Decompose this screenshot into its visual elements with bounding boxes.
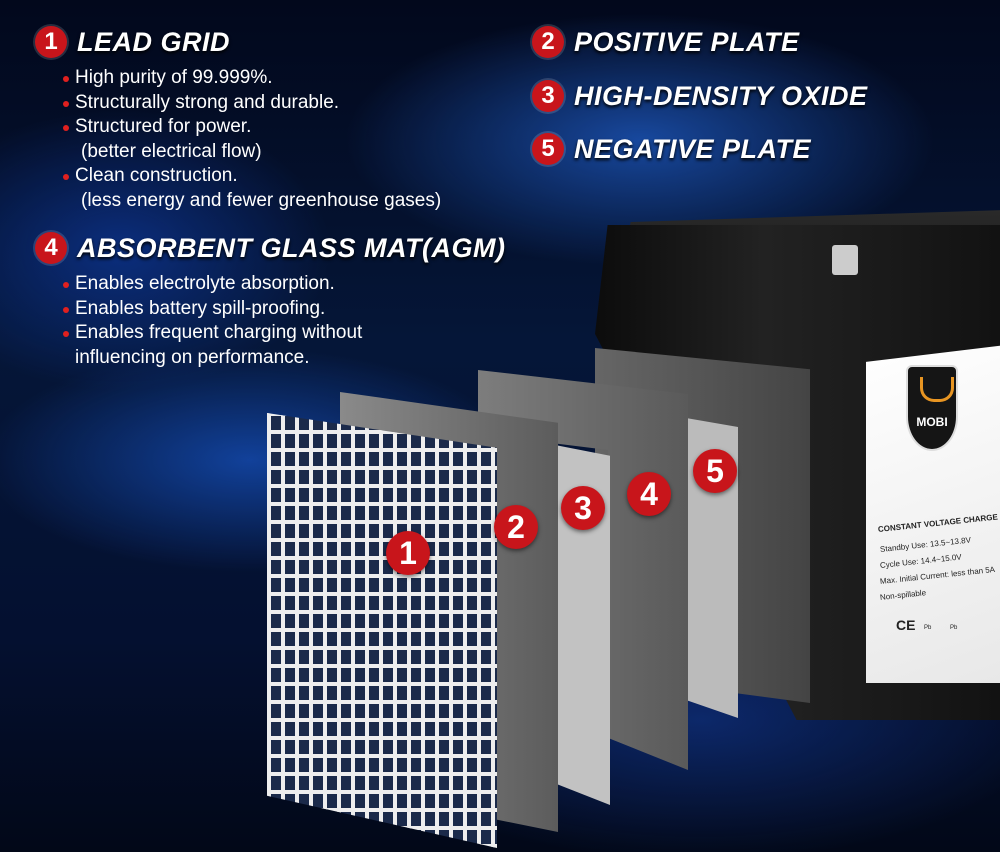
section-title: POSITIVE PLATE — [574, 26, 800, 57]
section-lead-grid: 1 LEAD GRID High purity of 99.999%. Struc… — [35, 26, 441, 213]
number-badge: 4 — [35, 232, 67, 264]
section-agm: 4 ABSORBENT GLASS MAT(AGM) Enables electr… — [35, 232, 505, 370]
label-heading: CONSTANT VOLTAGE CHARGE — [877, 512, 999, 534]
mobi-logo: MOBI — [906, 365, 958, 451]
section-title: LEAD GRID — [77, 26, 230, 57]
plate-badge-4: 4 — [627, 472, 671, 516]
number-badge: 2 — [532, 26, 564, 58]
plate-badge-5: 5 — [693, 449, 737, 493]
bullet-note: (better electrical flow) — [81, 140, 262, 162]
plate-badge-3: 3 — [561, 486, 605, 530]
antler-icon — [920, 377, 954, 402]
plate-badge-1: 1 — [386, 531, 430, 575]
bin-icon: Pb — [924, 625, 932, 631]
bullet-note: influencing on performance. — [75, 346, 310, 368]
bullet: Enables frequent charging without — [63, 321, 505, 346]
section-title: NEGATIVE PLATE — [574, 133, 812, 164]
bullet-note: (less energy and fewer greenhouse gases) — [81, 189, 442, 211]
heading-negative-plate: 5 NEGATIVE PLATE — [532, 133, 811, 165]
bullet: Structurally strong and durable. — [63, 91, 441, 116]
recycle-icon: Pb — [950, 625, 958, 631]
bullet: High purity of 99.999%. — [63, 66, 441, 91]
number-badge: 5 — [532, 133, 564, 165]
plate-badge-2: 2 — [494, 505, 538, 549]
label-line: Non-spillable — [879, 588, 927, 602]
ce-mark: CE — [896, 617, 916, 633]
label-line: Standby Use: 13.5~13.8V — [879, 535, 972, 554]
bullet: Enables battery spill-proofing. — [63, 297, 505, 322]
heading-high-density-oxide: 3 HIGH-DENSITY OXIDE — [532, 80, 868, 112]
battery-label: MOBI CONSTANT VOLTAGE CHARGE Standby Use… — [866, 345, 1000, 683]
lead-grid-plate — [267, 413, 497, 848]
bullet: Clean construction. — [63, 164, 441, 189]
number-badge: 3 — [532, 80, 564, 112]
bullet: Structured for power. — [63, 115, 441, 140]
battery-terminal — [832, 245, 858, 275]
label-line: Cycle Use: 14.4~15.0V — [879, 552, 963, 570]
number-badge: 1 — [35, 26, 67, 58]
heading-positive-plate: 2 POSITIVE PLATE — [532, 26, 800, 58]
section-title: ABSORBENT GLASS MAT(AGM) — [77, 232, 506, 263]
section-title: HIGH-DENSITY OXIDE — [574, 80, 868, 111]
bullet: Enables electrolyte absorption. — [63, 272, 505, 297]
